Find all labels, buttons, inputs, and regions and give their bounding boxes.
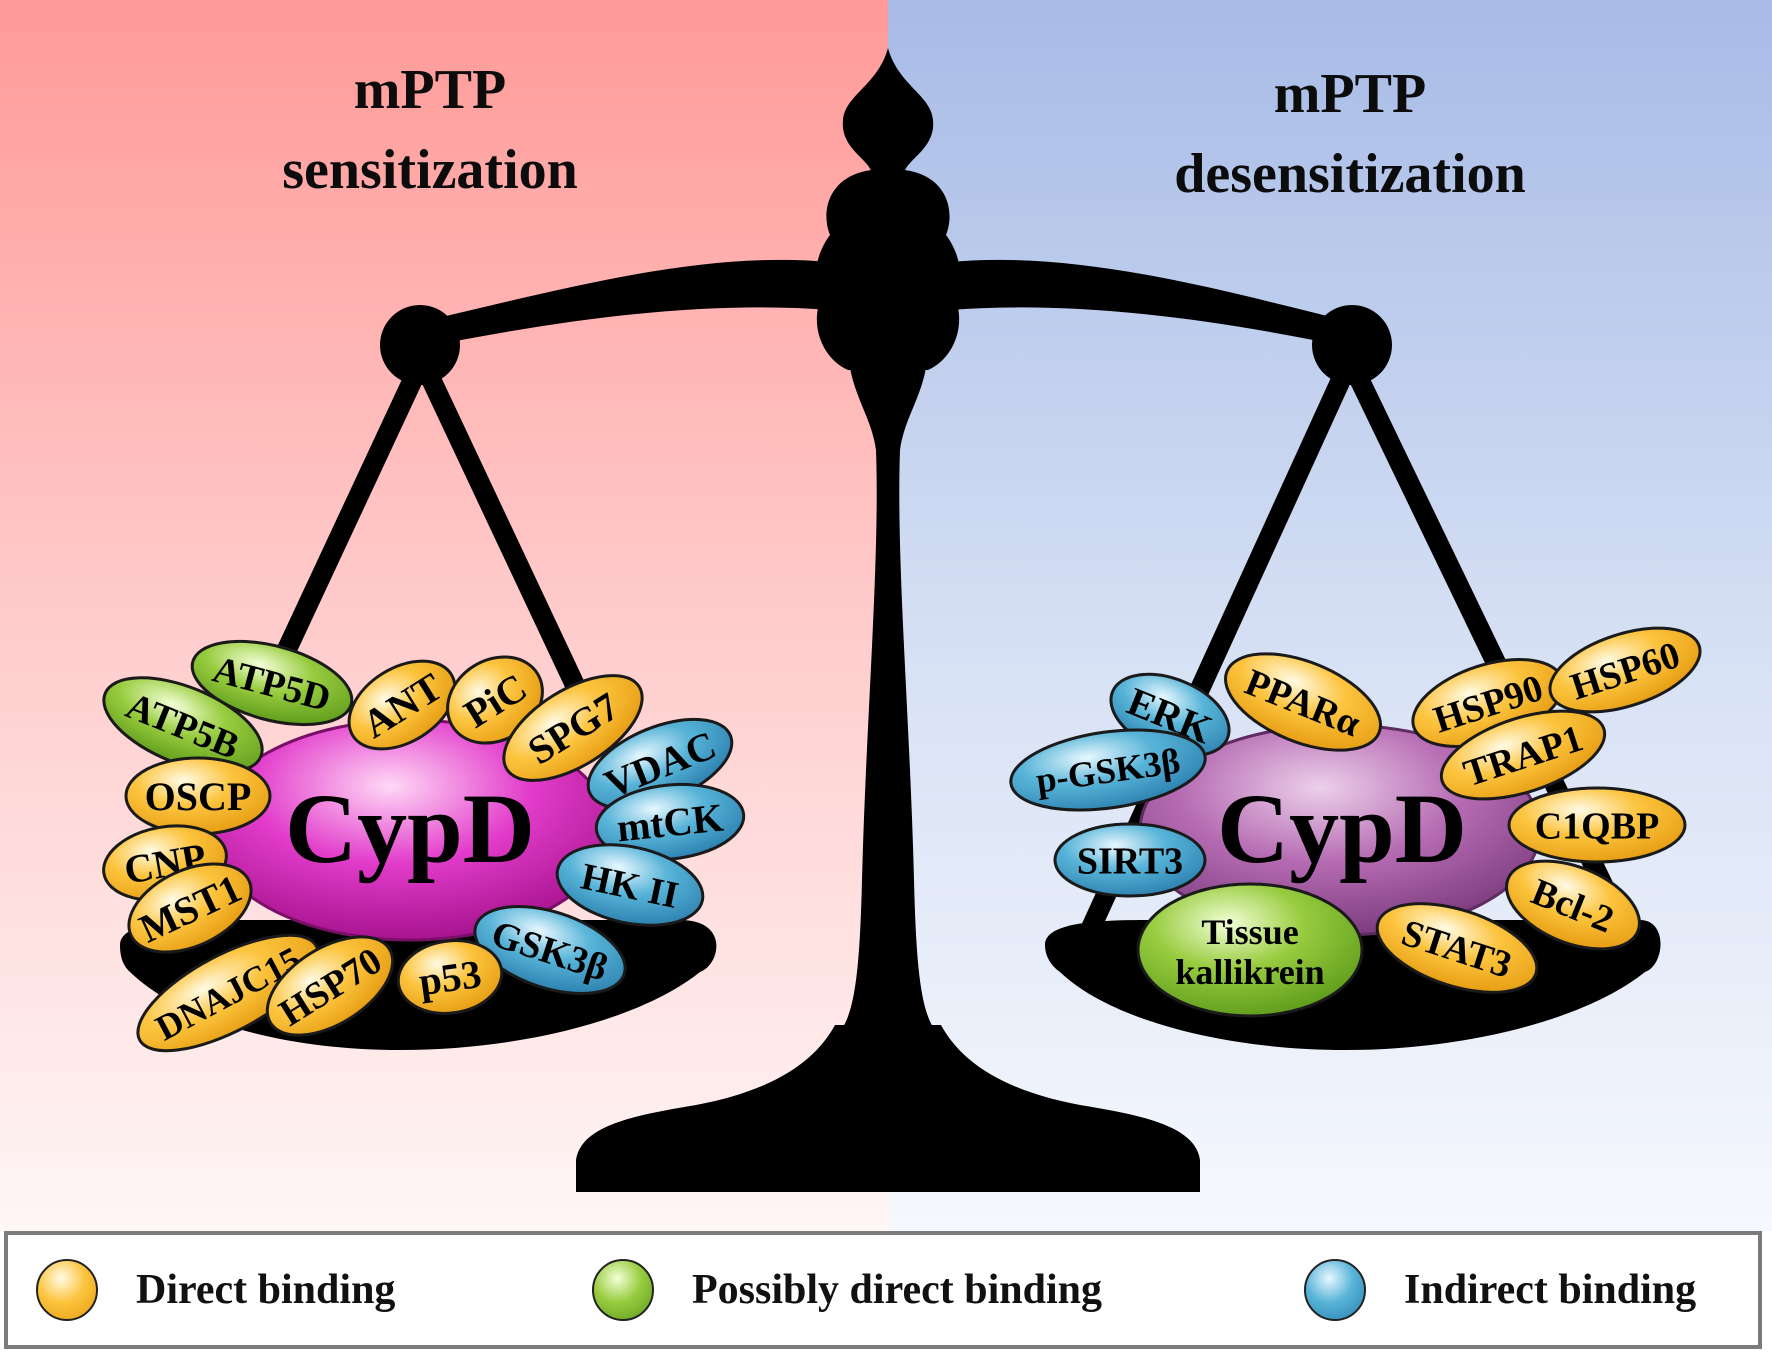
right-protein-label: C1QBP	[1535, 805, 1660, 847]
left-beam-knob	[380, 305, 460, 385]
left-protein-label: mtCK	[615, 795, 726, 851]
left-protein-oval	[136, 933, 320, 1053]
left-protein-ant: ANT	[347, 659, 457, 751]
right-protein-c1qbp: C1QBP	[1507, 786, 1687, 864]
right-beam-knob	[1312, 305, 1392, 385]
scale-base	[576, 1025, 1200, 1192]
scale-upper-body	[815, 170, 961, 370]
cypd-right-label: CypD	[1217, 773, 1467, 884]
right-protein-oval	[1505, 859, 1641, 951]
title-left-line-2: sensitization	[282, 139, 578, 201]
legend-item-indirect: Indirect binding	[1304, 1235, 1696, 1345]
left-protein-oval	[127, 862, 253, 954]
right-protein-hsp60: HSP60	[1548, 626, 1702, 714]
scale-finial	[842, 48, 934, 175]
right-protein-oval	[1136, 882, 1364, 1018]
right-protein-oval	[1507, 786, 1687, 864]
left-protein-oval	[555, 843, 705, 927]
right-protein-bcl-2: Bcl-2	[1505, 859, 1641, 951]
legend-item-possibly-direct: Possibly direct binding	[592, 1235, 1102, 1345]
right-protein-oval	[1224, 652, 1382, 752]
left-protein-oval	[265, 935, 395, 1037]
left-string-2	[412, 350, 592, 710]
right-protein-stat3: STAT3	[1375, 902, 1539, 994]
right-protein-label: SIRT3	[1077, 840, 1183, 882]
right-protein-oval	[1439, 709, 1607, 801]
left-protein-atp5d: ATP5D	[190, 639, 354, 727]
right-protein-oval	[1375, 902, 1539, 994]
left-protein-label: OSCP	[145, 774, 252, 819]
legend-dot-direct	[36, 1259, 98, 1321]
left-protein-oval	[473, 905, 627, 995]
legend-dot-possibly-direct	[592, 1259, 654, 1321]
right-protein-oval	[1548, 626, 1702, 714]
legend-dot-indirect	[1304, 1259, 1366, 1321]
left-protein-oscp: OSCP	[124, 756, 272, 836]
legend-label-possibly-direct: Possibly direct binding	[692, 1267, 1102, 1313]
title-sensitization: mPTP sensitization	[180, 50, 680, 210]
right-protein-oval	[1053, 822, 1207, 898]
left-protein-oval	[594, 782, 746, 862]
left-protein-oval	[396, 939, 504, 1015]
left-protein-hk-ii: HK II	[555, 843, 705, 927]
title-left-line-1: mPTP	[353, 59, 507, 121]
title-right-line-1: mPTP	[1273, 63, 1427, 125]
legend-label-direct: Direct binding	[136, 1267, 396, 1313]
legend-item-direct: Direct binding	[36, 1235, 395, 1345]
left-protein-p53: p53	[396, 939, 504, 1015]
left-protein-mtck: mtCK	[594, 782, 746, 862]
left-string-1	[272, 350, 432, 670]
legend: Direct binding Possibly direct binding I…	[4, 1231, 1762, 1349]
title-desensitization: mPTP desensitization	[1090, 54, 1610, 214]
left-protein-oval	[347, 659, 457, 751]
cypd-left-label: CypD	[285, 773, 535, 884]
left-protein-oval	[190, 639, 354, 727]
left-protein-label: p53	[416, 951, 484, 1004]
right-protein-oval	[1009, 728, 1207, 812]
right-protein-sirt3: SIRT3	[1053, 822, 1207, 898]
scale-pillar	[841, 368, 935, 1030]
left-protein-oval	[502, 674, 644, 782]
title-right-line-2: desensitization	[1174, 143, 1526, 205]
right-protein-p-gsk3: p-GSK3β	[1009, 728, 1207, 812]
legend-label-indirect: Indirect binding	[1404, 1267, 1697, 1313]
